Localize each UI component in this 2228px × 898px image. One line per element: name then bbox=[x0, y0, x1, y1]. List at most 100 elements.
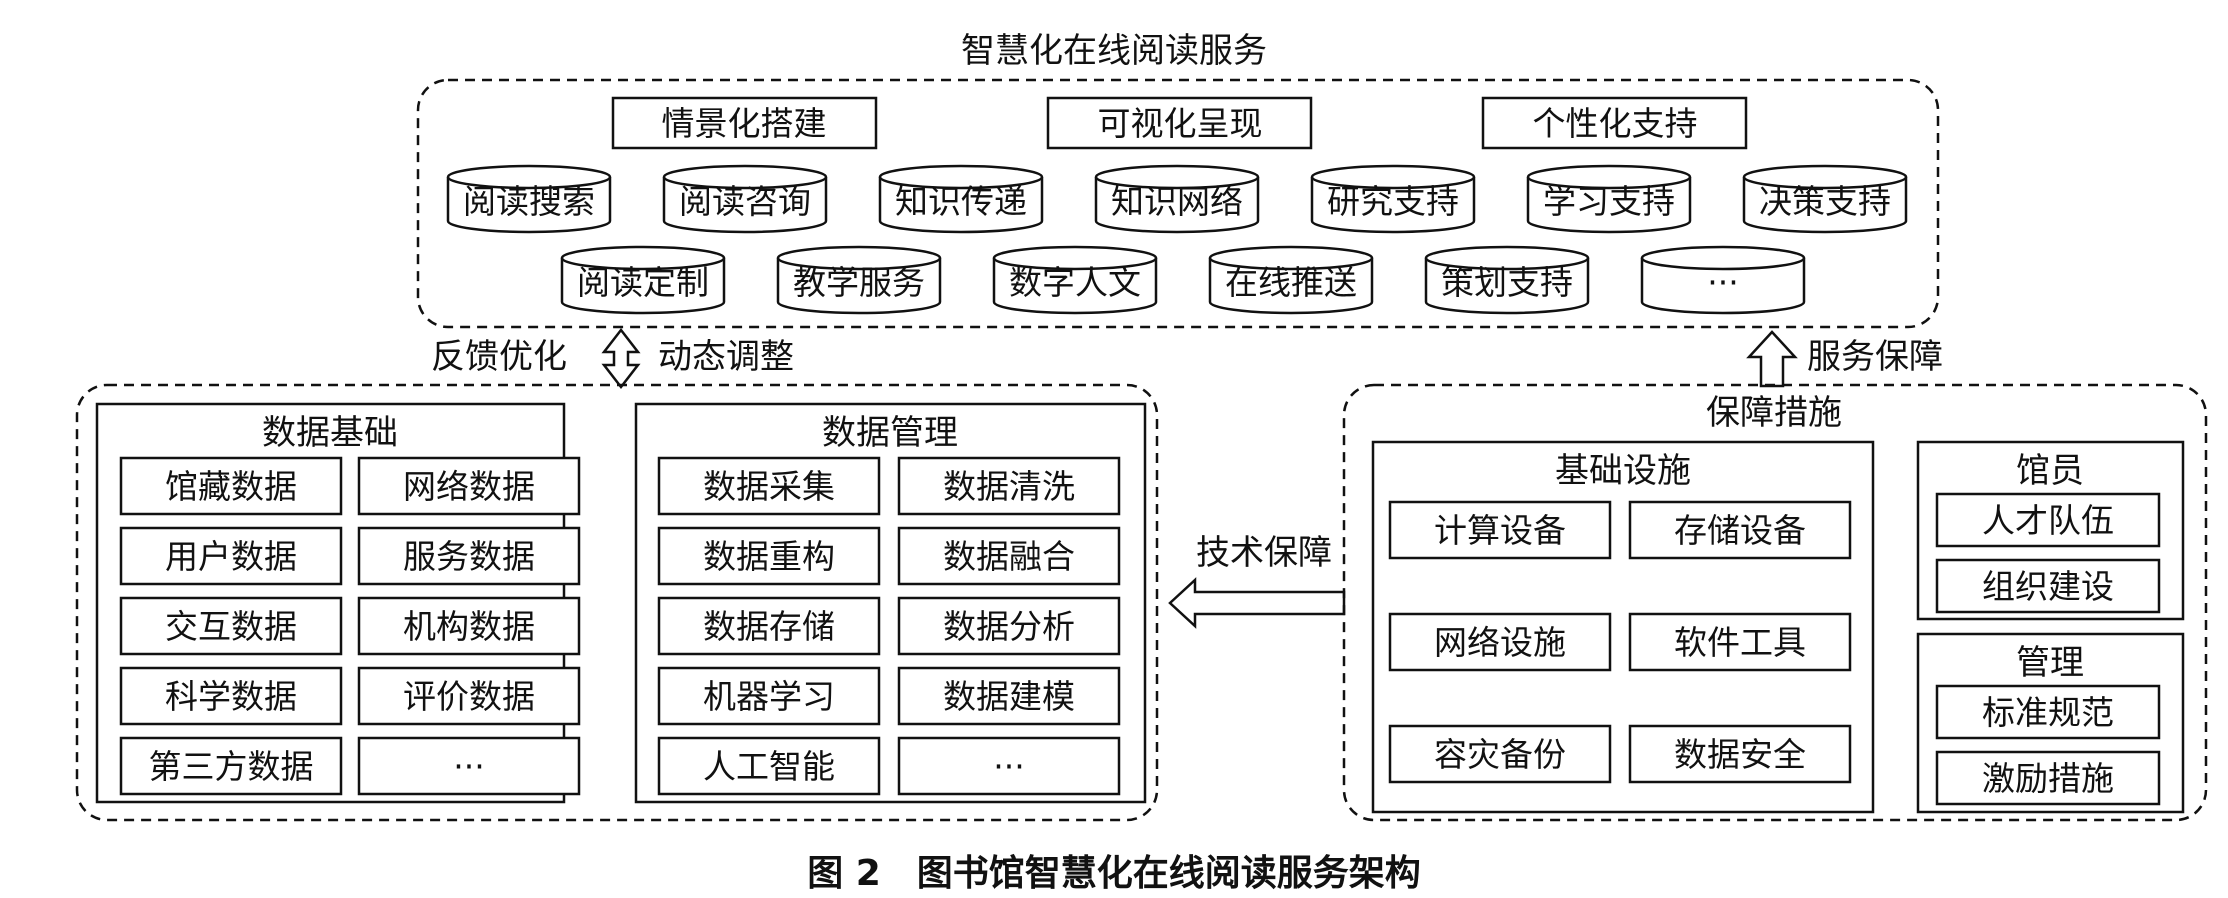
node-label: 数据融合 bbox=[943, 537, 1075, 576]
node-box: 机构数据 bbox=[357, 596, 581, 656]
node-label: 标准规范 bbox=[1982, 693, 2114, 732]
service-label: 在线推送 bbox=[1225, 263, 1357, 302]
service-label: 研究支持 bbox=[1327, 182, 1459, 221]
node-label: 数据安全 bbox=[1674, 735, 1806, 774]
node-label: ··· bbox=[453, 747, 484, 786]
top-group-frame bbox=[416, 78, 1940, 329]
node-box: 数据融合 bbox=[897, 526, 1121, 586]
node-label: 用户数据 bbox=[165, 537, 297, 576]
service-label: ··· bbox=[1707, 263, 1738, 302]
feedback-label: 反馈优化 bbox=[431, 337, 567, 377]
node-label: 服务数据 bbox=[403, 537, 535, 576]
service-cylinders-row1: 阅读搜索 阅读咨询 知识传递 知识网络 研究支持 学习支持 决策支持 bbox=[446, 164, 1908, 234]
node-box: 人才队伍 bbox=[1935, 492, 2161, 548]
node-box: 人工智能 bbox=[657, 736, 881, 796]
node-box: ··· bbox=[357, 736, 581, 796]
service-label: 数字人文 bbox=[1009, 263, 1141, 302]
node-box: 计算设备 bbox=[1388, 500, 1612, 560]
guarantee-group-frame bbox=[1342, 383, 2208, 822]
node-box: 激励措施 bbox=[1935, 750, 2161, 806]
double-arrow-icon bbox=[601, 327, 641, 390]
service-cylinder: 研究支持 bbox=[1310, 164, 1476, 234]
service-label: 决策支持 bbox=[1759, 182, 1891, 221]
feature-label: 情景化搭建 bbox=[662, 104, 827, 143]
feature-label: 个性化支持 bbox=[1533, 104, 1698, 143]
infrastructure-title: 基础设施 bbox=[1555, 451, 1691, 491]
node-box: 馆藏数据 bbox=[119, 456, 343, 516]
tech-guarantee-label: 技术保障 bbox=[1196, 533, 1332, 573]
node-label: 数据存储 bbox=[703, 607, 835, 646]
node-box: 交互数据 bbox=[119, 596, 343, 656]
service-label: 教学服务 bbox=[793, 263, 925, 302]
node-box: 数据分析 bbox=[897, 596, 1121, 656]
service-label: 知识传递 bbox=[895, 182, 1027, 221]
node-label: 第三方数据 bbox=[149, 747, 314, 786]
service-cylinder: ··· bbox=[1640, 245, 1806, 315]
node-box: 网络数据 bbox=[357, 456, 581, 516]
node-box: ··· bbox=[897, 736, 1121, 796]
feature-label: 可视化呈现 bbox=[1098, 104, 1263, 143]
service-cylinder: 策划支持 bbox=[1424, 245, 1590, 315]
node-box: 数据重构 bbox=[657, 526, 881, 586]
management-title: 管理 bbox=[2016, 643, 2084, 683]
node-box: 数据安全 bbox=[1628, 724, 1852, 784]
service-cylinder: 教学服务 bbox=[776, 245, 942, 315]
node-label: 数据重构 bbox=[703, 537, 835, 576]
service-guarantee-label: 服务保障 bbox=[1807, 337, 1943, 377]
node-box: 数据清洗 bbox=[897, 456, 1121, 516]
service-label: 学习支持 bbox=[1543, 182, 1675, 221]
node-label: 数据分析 bbox=[943, 607, 1075, 646]
data-foundation-title: 数据基础 bbox=[262, 413, 398, 453]
service-cylinder: 在线推送 bbox=[1208, 245, 1374, 315]
node-label: 数据清洗 bbox=[943, 467, 1075, 506]
figure-caption: 图 2 图书馆智慧化在线阅读服务架构 bbox=[807, 853, 1421, 894]
node-label: 存储设备 bbox=[1674, 511, 1806, 550]
adjust-label: 动态调整 bbox=[658, 337, 794, 377]
node-box: 第三方数据 bbox=[119, 736, 343, 796]
node-label: 机构数据 bbox=[403, 607, 535, 646]
feature-boxes: 情景化搭建 可视化呈现 个性化支持 bbox=[611, 96, 1748, 150]
feature-box: 可视化呈现 bbox=[1046, 96, 1313, 150]
node-label: 组织建设 bbox=[1982, 567, 2114, 606]
feature-box: 个性化支持 bbox=[1481, 96, 1748, 150]
node-label: 网络设施 bbox=[1434, 623, 1566, 662]
node-label: 交互数据 bbox=[165, 607, 297, 646]
up-arrow-icon bbox=[1746, 330, 1798, 388]
service-cylinder: 阅读搜索 bbox=[446, 164, 612, 234]
guarantee-title: 保障措施 bbox=[1706, 393, 1842, 433]
node-label: 数据建模 bbox=[943, 677, 1075, 716]
node-box: 组织建设 bbox=[1935, 558, 2161, 614]
service-cylinder: 学习支持 bbox=[1526, 164, 1692, 234]
node-box: 软件工具 bbox=[1628, 612, 1852, 672]
node-box: 机器学习 bbox=[657, 666, 881, 726]
node-label: 馆藏数据 bbox=[165, 467, 297, 506]
staff-title: 馆员 bbox=[2016, 451, 2084, 491]
node-label: 人才队伍 bbox=[1982, 501, 2114, 540]
service-cylinder: 知识传递 bbox=[878, 164, 1044, 234]
node-box: 数据采集 bbox=[657, 456, 881, 516]
node-label: 激励措施 bbox=[1982, 759, 2114, 798]
service-cylinder: 阅读咨询 bbox=[662, 164, 828, 234]
node-box: 标准规范 bbox=[1935, 684, 2161, 740]
node-box: 服务数据 bbox=[357, 526, 581, 586]
service-label: 阅读定制 bbox=[577, 263, 709, 302]
node-label: 机器学习 bbox=[703, 677, 835, 716]
service-label: 阅读咨询 bbox=[679, 182, 811, 221]
service-cylinder: 决策支持 bbox=[1742, 164, 1908, 234]
node-label: 评价数据 bbox=[403, 677, 535, 716]
node-label: 软件工具 bbox=[1674, 623, 1806, 662]
node-box: 数据存储 bbox=[657, 596, 881, 656]
node-label: 科学数据 bbox=[165, 677, 297, 716]
node-label: 数据采集 bbox=[703, 467, 835, 506]
node-label: 网络数据 bbox=[403, 467, 535, 506]
node-box: 容灾备份 bbox=[1388, 724, 1612, 784]
service-label: 知识网络 bbox=[1111, 182, 1243, 221]
node-box: 网络设施 bbox=[1388, 612, 1612, 672]
service-label: 阅读搜索 bbox=[463, 182, 595, 221]
service-cylinder: 数字人文 bbox=[992, 245, 1158, 315]
service-cylinder: 阅读定制 bbox=[560, 245, 726, 315]
